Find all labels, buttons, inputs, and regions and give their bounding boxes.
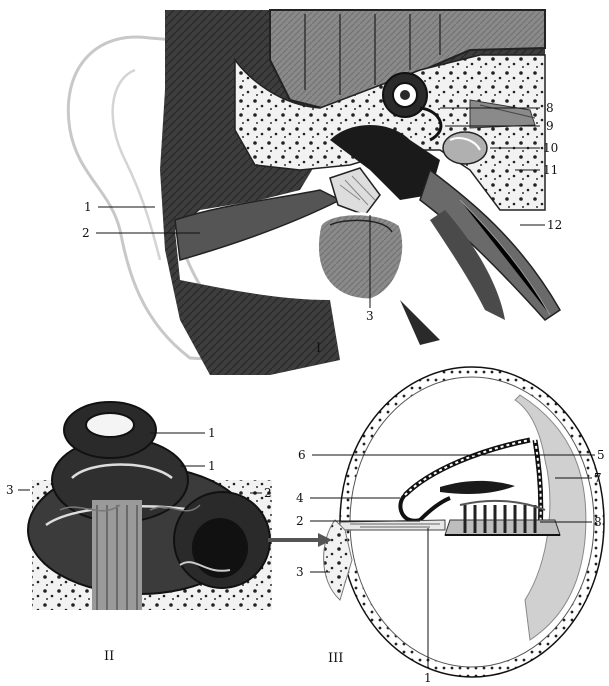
p2-label-1b: 1 — [208, 459, 216, 473]
p1-label-1: 1 — [84, 200, 92, 214]
p1-label-9: 9 — [546, 119, 554, 133]
p3-label-6: 6 — [298, 448, 306, 462]
p3-label-3: 3 — [296, 565, 304, 579]
panel-I-ear-section — [68, 10, 560, 375]
p1-label-8: 8 — [546, 101, 554, 115]
panel-I-numeral: I — [316, 341, 321, 356]
mastoid-process — [317, 214, 403, 300]
panel-II-numeral: II — [104, 649, 114, 664]
p3-label-2: 2 — [296, 514, 304, 528]
p2-label-1a: 1 — [208, 426, 216, 440]
p3-label-7: 7 — [594, 471, 602, 485]
p3-label-4: 4 — [296, 491, 304, 505]
direction-arrow — [268, 533, 332, 547]
p2-label-3: 3 — [6, 483, 14, 497]
p3-label-1: 1 — [424, 671, 432, 685]
p1-label-2: 2 — [82, 226, 90, 240]
p1-label-12: 12 — [547, 218, 562, 232]
p1-label-10: 10 — [543, 141, 558, 155]
panel-III-numeral: III — [328, 651, 343, 666]
p2-label-2: 2 — [264, 486, 272, 500]
p1-label-3: 3 — [366, 309, 374, 323]
p3-label-5: 5 — [597, 448, 605, 462]
p3-label-8: 8 — [594, 515, 602, 529]
p1-label-11: 11 — [543, 163, 558, 177]
